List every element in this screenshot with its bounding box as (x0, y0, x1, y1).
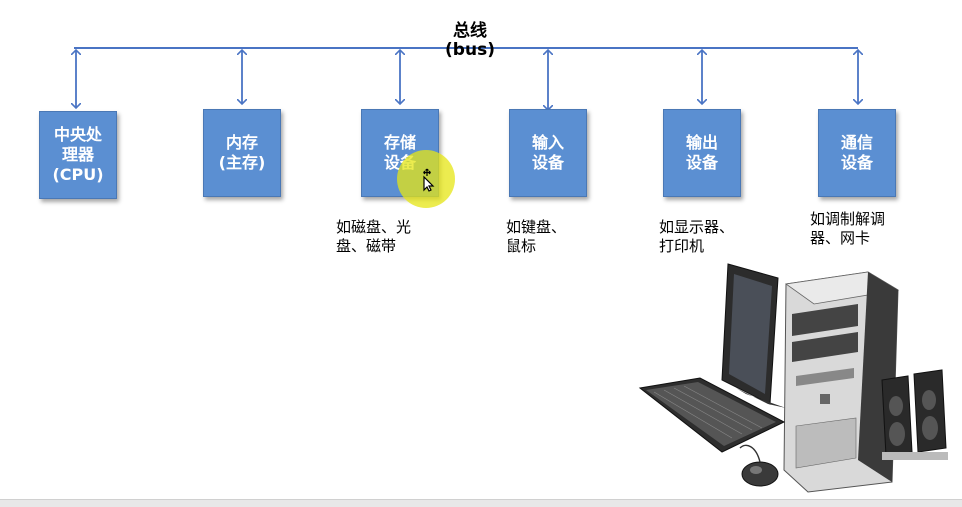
bus-title-english: (bus) (445, 40, 495, 60)
desktop-computer-illustration (638, 263, 948, 493)
output-device-box: 输出 设备 (663, 109, 741, 197)
input-device-description: 如键盘、 鼠标 (506, 218, 567, 255)
memory-box: 内存 (主存) (203, 109, 281, 197)
bottom-scroll-bar (0, 499, 962, 507)
memory-label: 内存 (主存) (218, 133, 266, 172)
communication-device-description: 如调制解调 器、网卡 (810, 210, 886, 247)
bus-title: 总线 (bus) (420, 22, 520, 60)
cpu-box: 中央处 理器 (CPU) (39, 111, 117, 199)
communication-device-label: 通信 设备 (840, 133, 873, 172)
move-cursor-icon (423, 168, 435, 192)
cpu-label: 中央处 理器 (CPU) (52, 125, 104, 184)
storage-device-description: 如磁盘、光 盘、磁带 (336, 218, 412, 255)
input-device-box: 输入 设备 (509, 109, 587, 197)
output-device-description: 如显示器、 打印机 (659, 218, 735, 255)
mouse-icon (741, 461, 779, 487)
input-device-label: 输入 设备 (531, 133, 564, 172)
communication-device-box: 通信 设备 (818, 109, 896, 197)
bus-title-chinese: 总线 (453, 21, 487, 41)
output-device-label: 输出 设备 (685, 133, 718, 172)
speaker-right-icon (913, 369, 947, 453)
